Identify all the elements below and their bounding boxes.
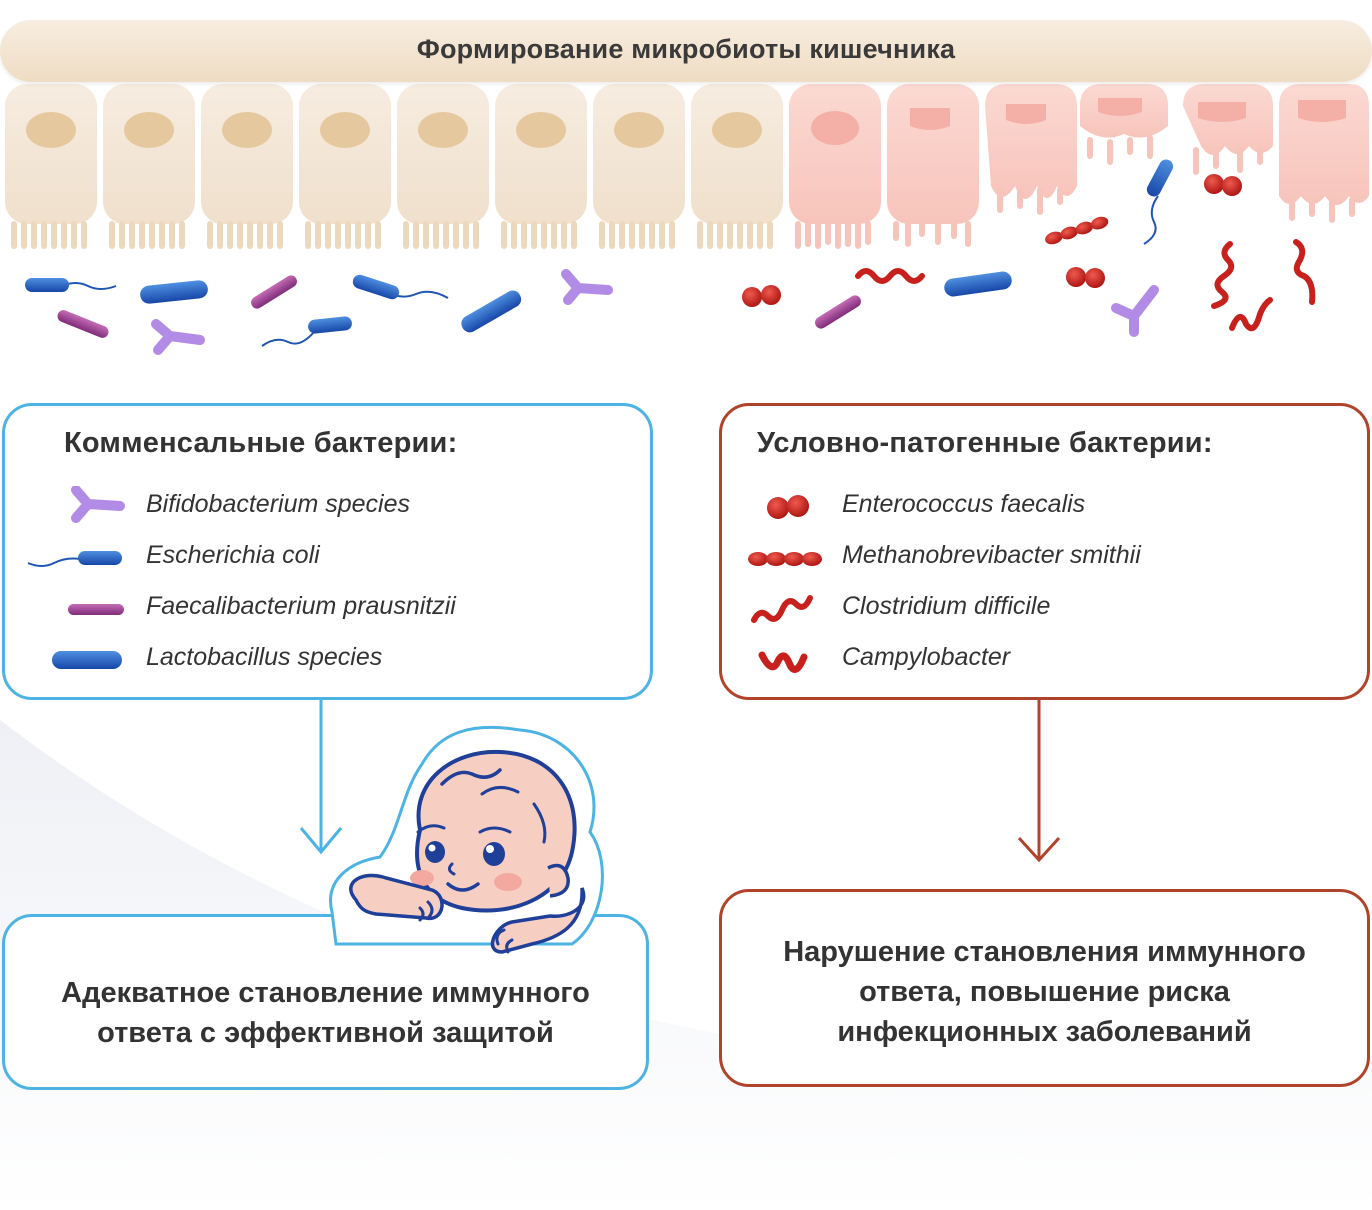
bacteria-name: Clostridium difficile xyxy=(842,592,1051,620)
lactobacillus-icon xyxy=(944,271,1012,297)
enterococcus-icon xyxy=(1204,174,1242,196)
ecoli-icon xyxy=(27,551,122,567)
outcome-line: Нарушение становления иммунного xyxy=(783,936,1306,968)
bacteria-name: Methanobrevibacter smithii xyxy=(842,541,1141,569)
enterococcus-icon xyxy=(1066,267,1105,288)
ecoli-icon xyxy=(352,274,449,300)
faecalibacterium-icon xyxy=(68,604,124,615)
outcome-line: Адекватное становление иммунного xyxy=(61,977,590,1009)
lactobacillus-icon xyxy=(461,290,522,333)
healthy-cell xyxy=(5,84,97,249)
faecalibacterium-icon xyxy=(251,275,297,309)
negative-outcome-text: Нарушение становления иммунного ответа, … xyxy=(719,932,1370,1052)
damaged-cell xyxy=(985,84,1077,215)
bifidobacterium-icon xyxy=(561,269,613,305)
damaged-cell xyxy=(1183,84,1273,175)
bacteria-name: Lactobacillus species xyxy=(146,643,383,671)
healthy-cell xyxy=(299,84,391,249)
clostridium-icon xyxy=(751,595,813,623)
title-banner xyxy=(0,20,1372,82)
methanobrevibacter-icon xyxy=(748,552,822,566)
ecoli-icon xyxy=(1143,159,1174,245)
healthy-cell xyxy=(495,84,587,249)
healthy-cell xyxy=(201,84,293,249)
baby-illustration xyxy=(329,725,604,954)
arrow-down-icon xyxy=(1017,700,1061,863)
bifidobacterium-icon xyxy=(151,319,205,355)
commensal-title: Комменсальные бактерии: xyxy=(64,427,458,459)
arrow-down-icon xyxy=(299,700,343,855)
campylobacter-icon xyxy=(1293,239,1316,305)
cell-layer xyxy=(5,84,1369,249)
methanobrevibacter-icon xyxy=(1045,216,1109,245)
bifidobacterium-icon xyxy=(71,486,125,523)
healthy-cell xyxy=(397,84,489,249)
bacteria-name: Campylobacter xyxy=(842,643,1011,671)
damaged-cell xyxy=(1279,84,1369,223)
intestinal-epithelium-illustration xyxy=(5,84,1369,355)
bifidobacterium-icon xyxy=(1111,285,1159,337)
ecoli-icon xyxy=(261,316,352,347)
healthy-cell xyxy=(691,84,783,249)
bacteria-name: Escherichia coli xyxy=(146,541,320,569)
damaged-cell xyxy=(789,84,881,249)
clostridium-icon xyxy=(855,268,925,284)
bacteria-name: Faecalibacterium prausnitzii xyxy=(146,592,456,620)
enterococcus-icon xyxy=(767,495,809,519)
outcome-line: ответа, повышение риска xyxy=(859,976,1230,1008)
clostridium-icon xyxy=(1211,241,1235,309)
healthy-cell xyxy=(103,84,195,249)
healthy-cell xyxy=(593,84,685,249)
damaged-cell xyxy=(1080,84,1168,165)
bacteria-name: Enterococcus faecalis xyxy=(842,490,1086,518)
campylobacter-icon xyxy=(758,651,808,673)
enterococcus-icon xyxy=(742,285,781,307)
lactobacillus-icon xyxy=(52,651,122,669)
lactobacillus-icon xyxy=(140,280,208,304)
faecalibacterium-icon xyxy=(57,310,109,338)
pathogenic-title: Условно-патогенные бактерии: xyxy=(757,427,1213,459)
outcome-line: инфекционных заболеваний xyxy=(837,1016,1252,1048)
bacteria-scatter xyxy=(25,159,1316,355)
campylobacter-icon xyxy=(1229,297,1273,332)
bacteria-name: Bifidobacterium species xyxy=(146,490,411,518)
positive-outcome-text: Адекватное становление иммунного ответа … xyxy=(2,973,649,1053)
negative-outcome-box xyxy=(719,889,1370,1087)
pathogenic-panel xyxy=(719,403,1370,700)
damaged-cell xyxy=(887,84,979,247)
ecoli-icon xyxy=(25,278,117,292)
faecalibacterium-icon xyxy=(815,295,861,329)
page-title: Формирование микробиоты кишечника xyxy=(416,34,956,64)
outcome-line: ответа с эффективной защитой xyxy=(97,1017,554,1049)
